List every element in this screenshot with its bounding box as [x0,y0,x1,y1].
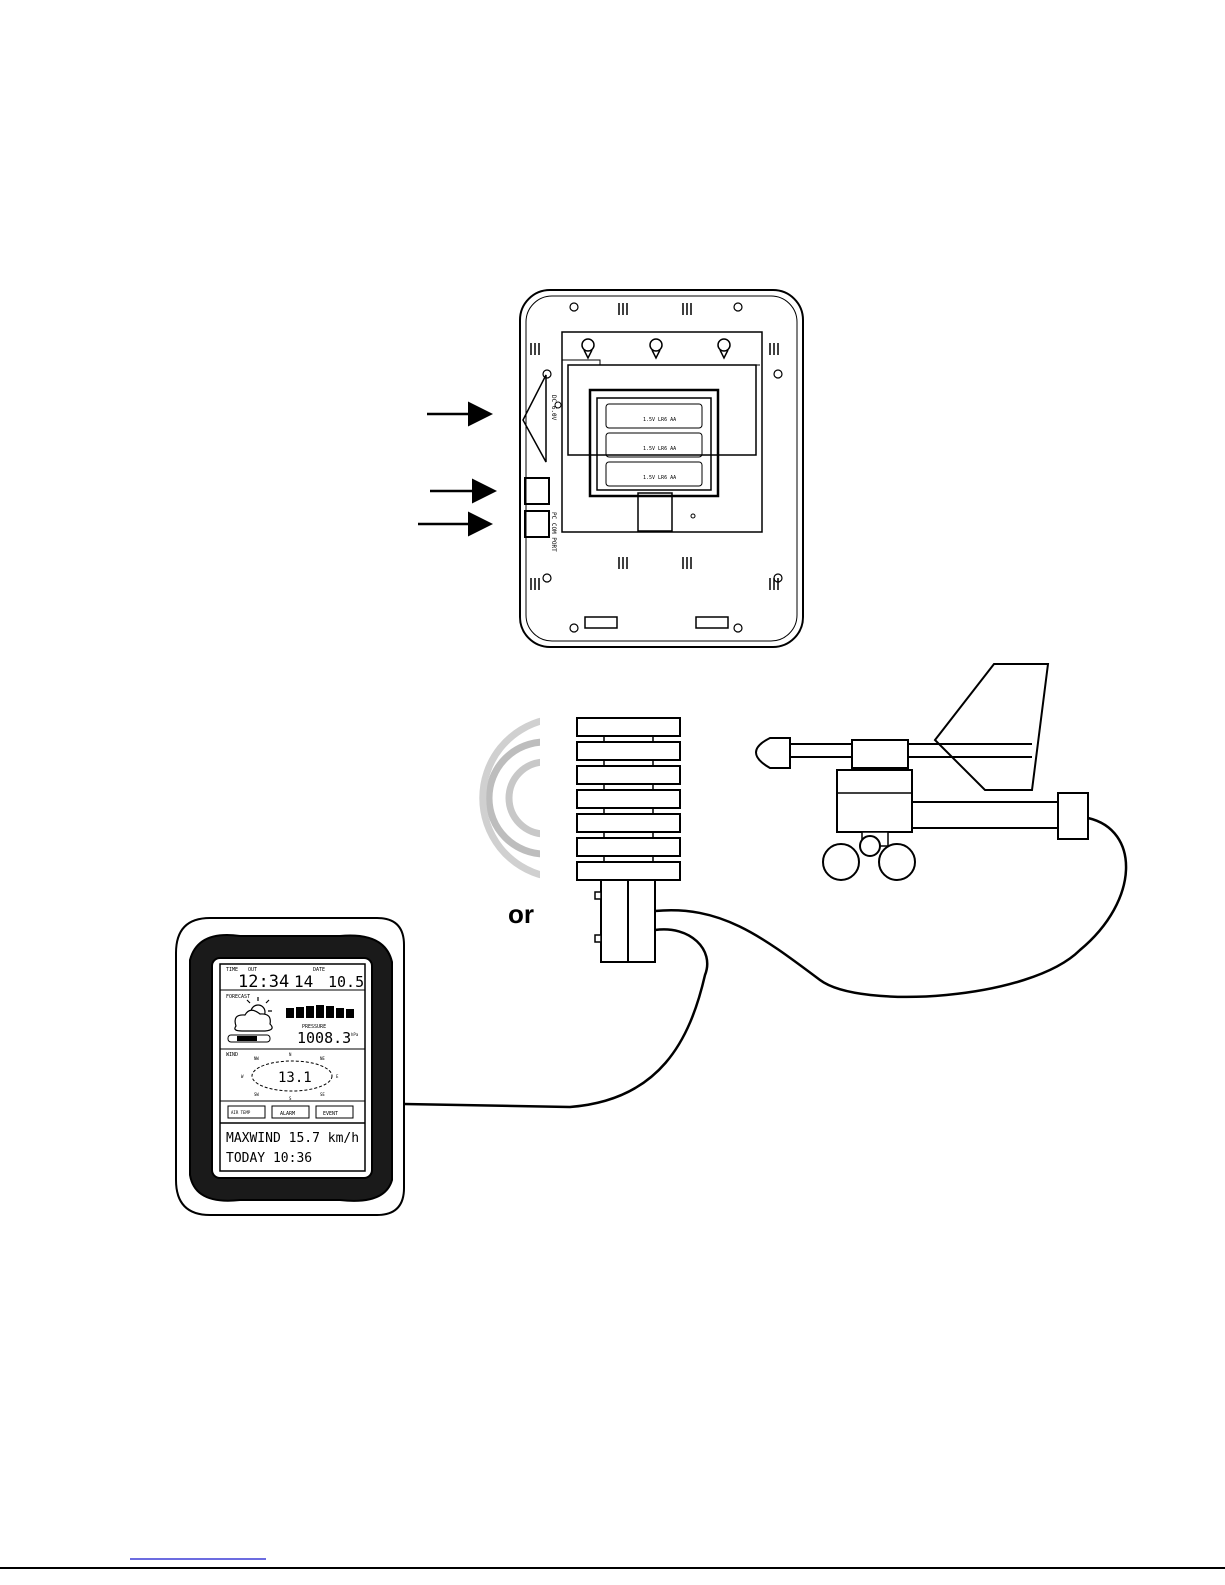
time-value: 12:34 [238,972,289,992]
wireless-signal-icon [483,720,545,876]
thermo-hygro-sensor [577,718,680,962]
air-temp-button-label: AIR TEMP [231,1110,251,1115]
compass-se: SE [320,1092,325,1097]
connector-word: or [508,899,534,929]
battery-label-3: 1.5V LR6 AA [643,475,676,481]
pointer-arrows [418,414,492,524]
wind-sensor [756,664,1088,880]
today-line: TODAY 10:36 [226,1151,312,1166]
display-console [176,918,404,1215]
date-label: DATE [313,967,325,973]
pressure-value: 1008.3 [297,1029,351,1047]
battery-label-2: 1.5V LR6 AA [643,446,676,452]
day-value: 14 [294,972,313,991]
date-value: 10.5 [328,973,364,991]
pressure-unit: hPa [351,1032,359,1037]
battery-compartment [590,390,718,531]
alarm-button-label: ALARM [280,1111,295,1117]
wind-label: WIND [226,1052,238,1058]
compass-ne: NE [320,1056,325,1061]
dc-socket-label: DC 6.0V [550,395,557,421]
time-label: TIME [226,967,238,973]
port-box-upper [525,478,549,504]
keyhole-icons [582,339,730,358]
battery-label-1: 1.5V LR6 AA [643,417,676,423]
cable-sensor-to-display [404,929,707,1107]
base-station-back [520,290,803,647]
compass-nw: NW [254,1056,259,1061]
pc-com-port [525,511,549,537]
event-button-label: EVENT [323,1111,338,1117]
compass-sw: SW [254,1092,259,1097]
pc-com-port-label: PC COM PORT [550,512,557,552]
wind-value: 13.1 [278,1070,312,1086]
max-wind-line: MAXWIND 15.7 km/h [226,1131,359,1146]
forecast-label: FORECAST [226,994,250,1000]
